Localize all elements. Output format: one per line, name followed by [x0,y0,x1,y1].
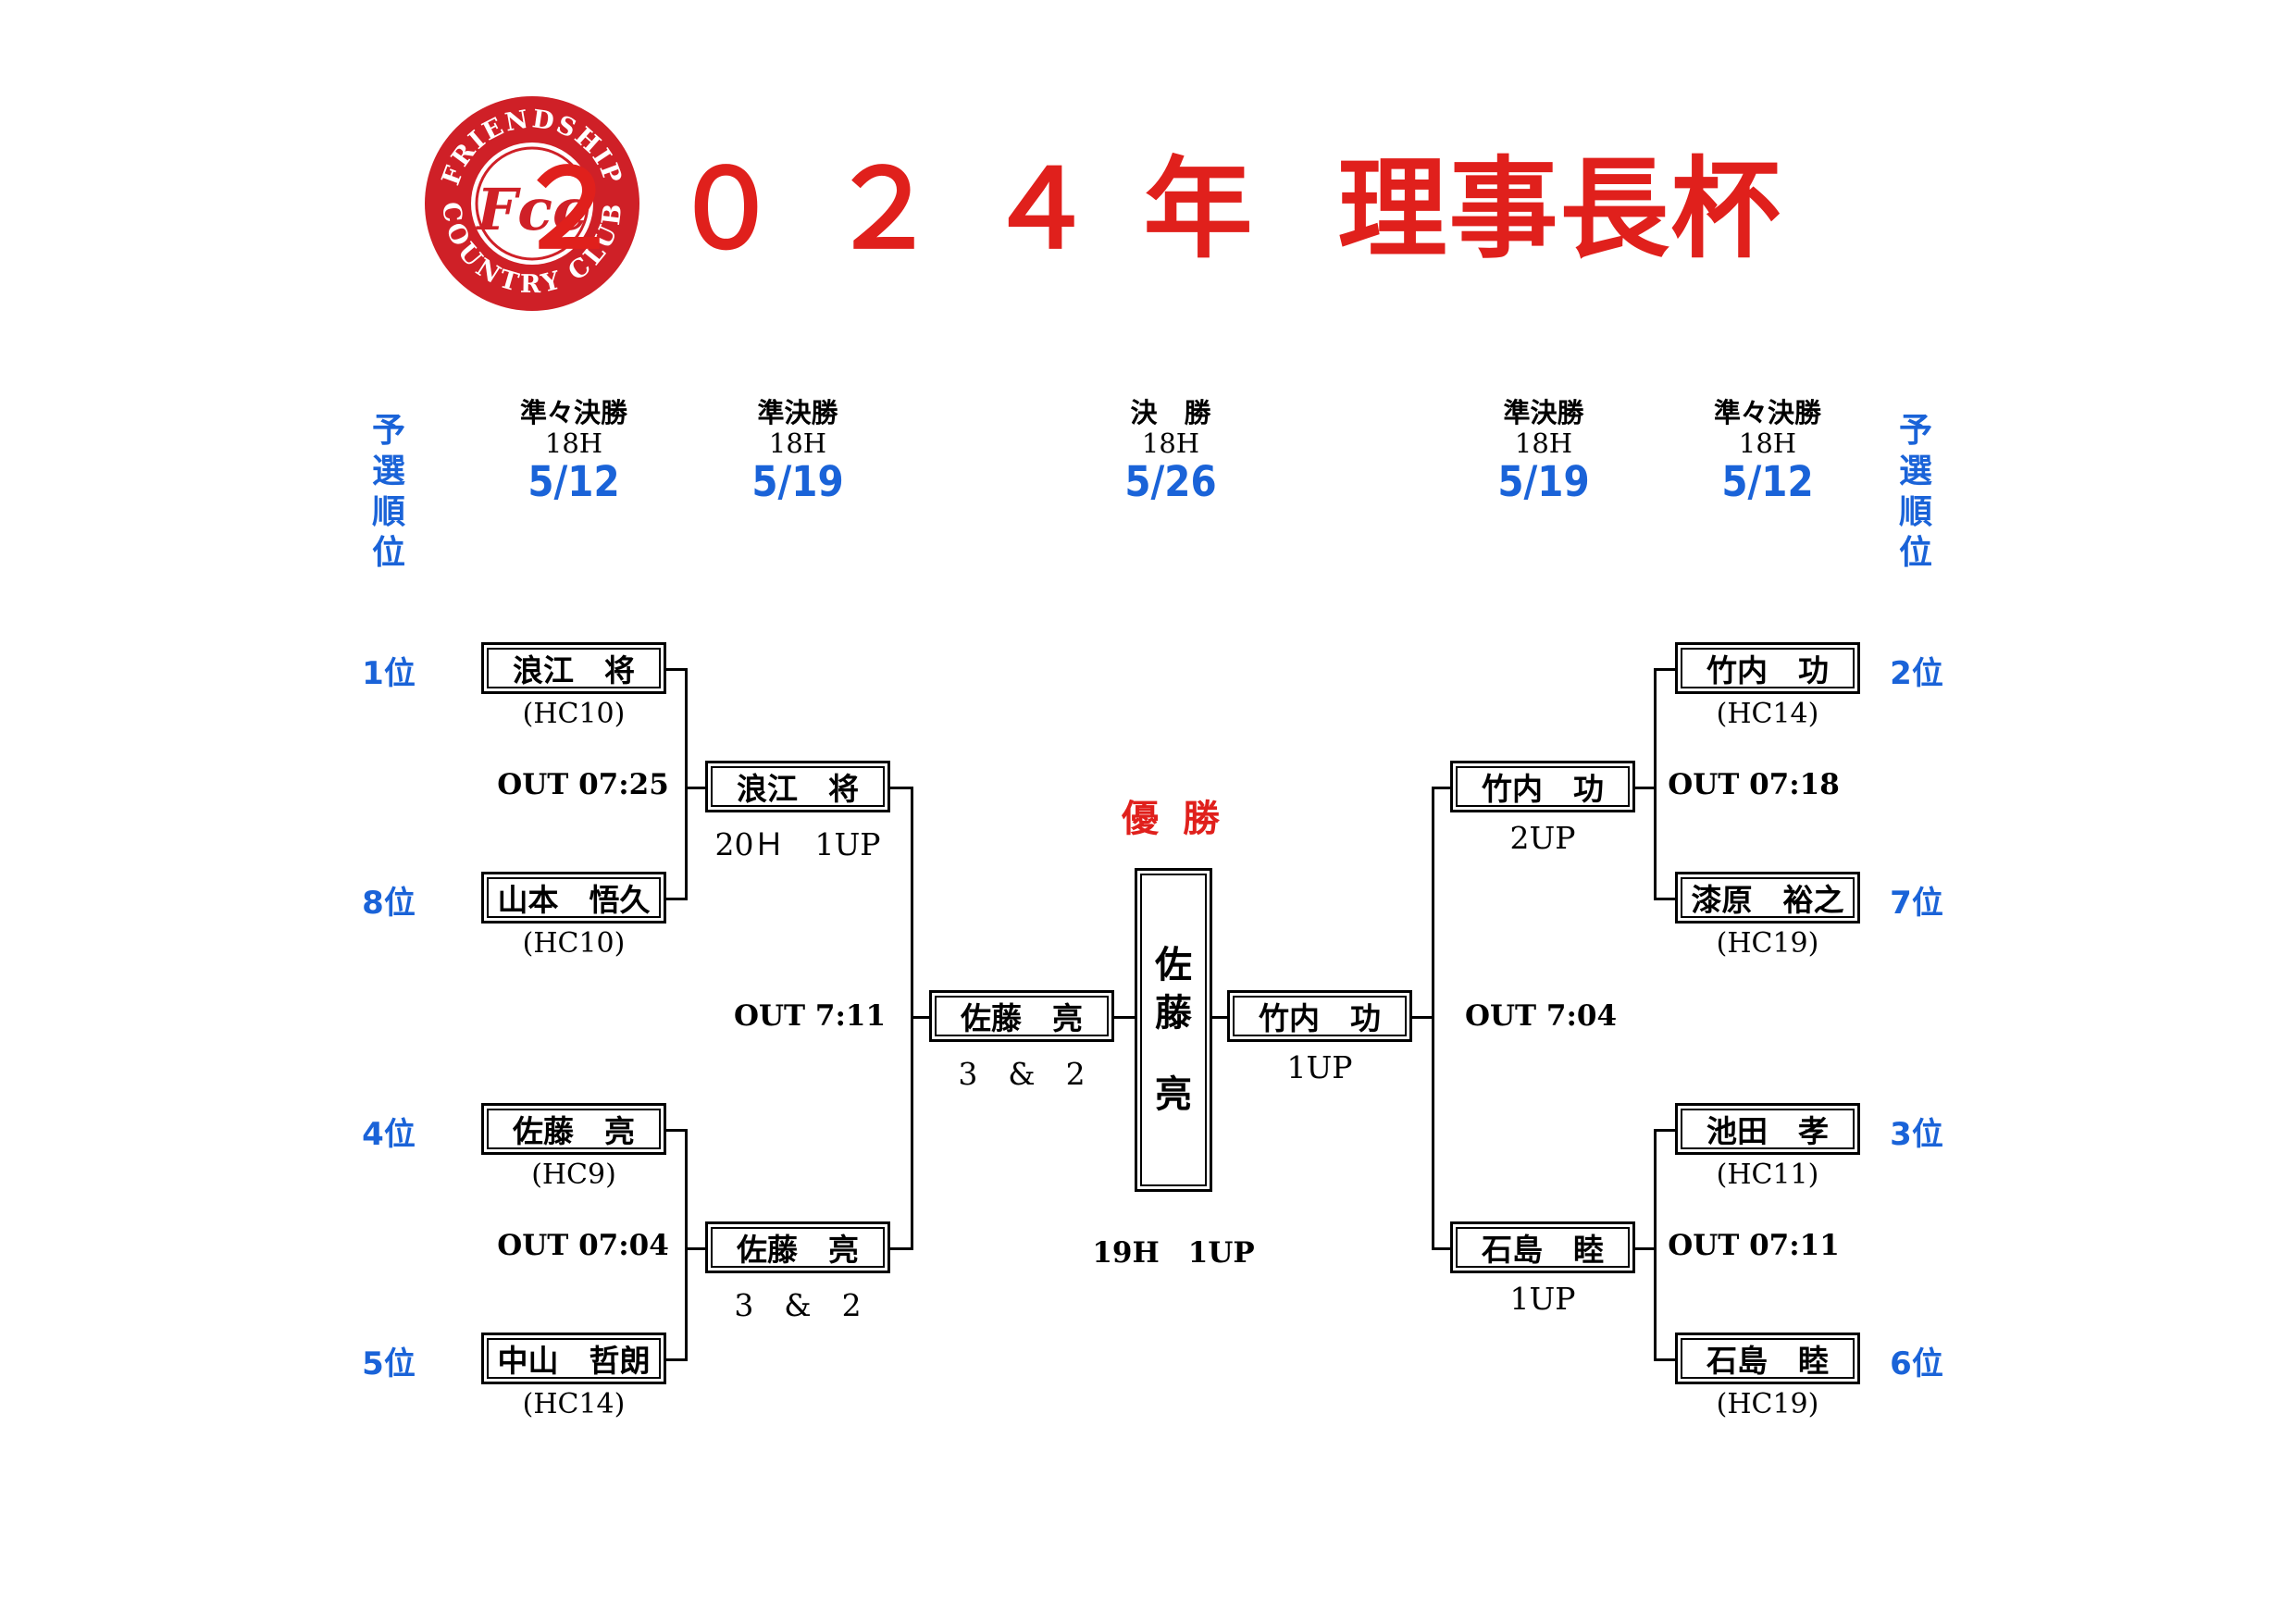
player-box: 佐藤 亮 [705,1221,890,1273]
seed-rank: 6位 [1890,1345,1943,1382]
player-box: 山本 悟久 [481,872,666,924]
match-result: 3 & 2 [734,1287,862,1323]
player-box: 漆原 裕之 [1675,872,1860,924]
champion-name-char: 亮 [1155,1072,1192,1116]
champion-label: 優 勝 [1122,797,1225,840]
player-box: 浪江 将 [481,642,666,694]
match-result: 1UP [1286,1049,1353,1085]
handicap: (HC9) [531,1159,616,1191]
champion-name-char: 佐 [1155,943,1192,986]
handicap: (HC19) [1716,927,1819,960]
title-year: ２０２４年 [514,144,1301,273]
handicap: (HC19) [1716,1388,1819,1420]
match-result: 20Ｈ 1UP [714,826,881,862]
player-box: 石島 睦 [1675,1333,1860,1384]
tee-time: OUT 07:18 [1668,768,1840,801]
player-box: 竹内 功 [1227,990,1412,1042]
tee-time: OUT 07:25 [497,768,669,801]
player-box: 池田 孝 [1675,1103,1860,1155]
player-box: 中山 哲朗 [481,1333,666,1384]
rank-header-left: 予選順位 [371,412,405,572]
player-box: 浪江 将 [705,761,890,812]
tee-time: OUT 07:04 [497,1229,669,1262]
logo-monogram: Fcc [475,176,588,243]
tee-time: OUT 7:11 [733,999,887,1033]
handicap: (HC14) [522,1388,626,1420]
rank-header-right: 予選順位 [1898,412,1932,572]
champion-box: 佐 藤 亮 [1135,868,1212,1192]
seed-rank: 7位 [1890,885,1943,922]
seed-rank: 8位 [362,885,416,922]
player-box: 佐藤 亮 [481,1103,666,1155]
tee-time: OUT 7:04 [1464,999,1618,1033]
seed-rank: 1位 [362,655,416,692]
match-result: 3 & 2 [958,1056,1086,1092]
player-box: 石島 睦 [1450,1221,1635,1273]
handicap: (HC11) [1716,1159,1819,1191]
match-result: 1UP [1509,1281,1576,1317]
player-box: 竹内 功 [1450,761,1635,812]
match-result: 2UP [1509,820,1576,856]
handicap: (HC10) [522,927,626,960]
tee-time: OUT 07:11 [1668,1229,1840,1262]
handicap: (HC14) [1716,698,1819,730]
seed-rank: 5位 [362,1345,416,1382]
seed-rank: 4位 [362,1116,416,1153]
title-name: 理事長杯 [1337,144,1782,273]
seed-rank: 2位 [1890,655,1943,692]
seed-rank: 3位 [1890,1116,1943,1153]
final-result: 19H 1UP [1092,1236,1255,1270]
player-box: 竹内 功 [1675,642,1860,694]
player-box: 佐藤 亮 [929,990,1114,1042]
page-title: ２０２４年理事長杯 [0,120,2296,279]
handicap: (HC10) [522,698,626,730]
champion-name-char: 藤 [1155,991,1192,1035]
club-logo: FRIENDSHIP COUNTRY CLUB Fcc [425,96,639,311]
